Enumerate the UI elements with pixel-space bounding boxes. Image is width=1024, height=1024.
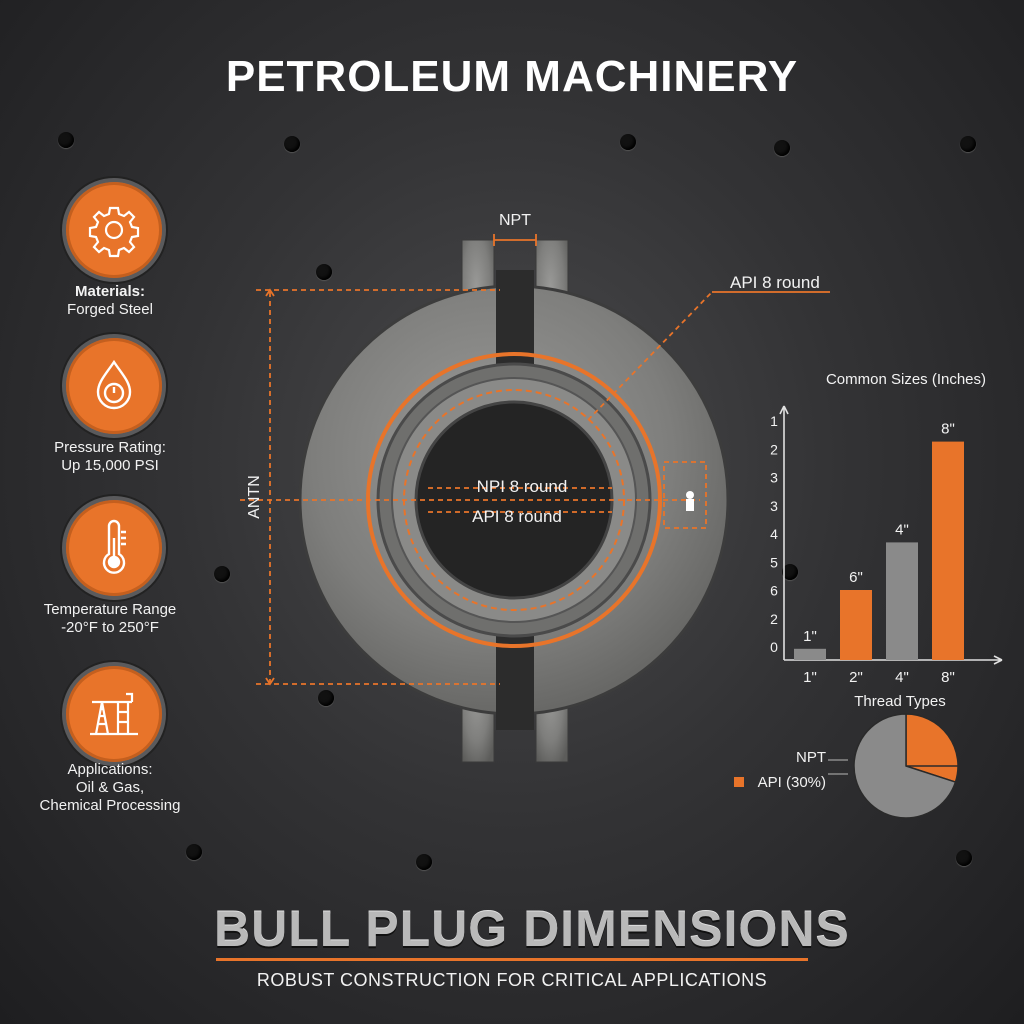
y-tick-label: 2	[770, 611, 778, 627]
y-tick-label: 6	[770, 583, 778, 599]
feature-title: Pressure Rating:	[54, 439, 166, 456]
rivet	[774, 140, 790, 156]
dim-box	[663, 461, 707, 529]
bar-data-label: 1"	[803, 628, 817, 645]
temperature-badge	[62, 496, 166, 600]
x-tick-label: 4"	[895, 669, 909, 686]
page-title: PETROLEUM MACHINERY	[225, 52, 799, 101]
gear-icon	[88, 206, 140, 258]
legend-api: API (30%)	[758, 774, 826, 791]
materials-badge	[62, 178, 166, 282]
rivet	[416, 854, 432, 870]
x-tick-label: 1"	[803, 669, 817, 686]
bar-data-label: 6"	[849, 569, 863, 586]
bar	[840, 590, 872, 660]
callout-line	[587, 291, 713, 421]
pie-slice	[853, 713, 957, 819]
rivet	[318, 690, 334, 706]
callout-label: API 8 round	[730, 273, 820, 292]
feature-value: -20°F to 250°F	[61, 619, 159, 636]
bar	[932, 441, 964, 660]
rivet	[960, 136, 976, 152]
y-tick-label: 5	[770, 554, 778, 570]
feature-value: Forged Steel	[67, 301, 153, 318]
rivet	[186, 844, 202, 860]
bolt-marker	[686, 499, 694, 511]
y-tick-label: 3	[770, 470, 778, 486]
y-tick-label: 1	[770, 413, 778, 429]
y-tick-label: 4	[770, 526, 778, 542]
npt-label: NPT	[499, 212, 531, 229]
bar-data-label: 4"	[895, 521, 909, 538]
legend-swatch-api	[734, 777, 744, 787]
rivet	[214, 566, 230, 582]
thermometer-icon	[102, 519, 126, 574]
x-tick-label: 8"	[941, 669, 955, 686]
footer-title: BULL PLUG DIMENSIONS	[214, 901, 850, 957]
y-tick-label: 0	[770, 639, 778, 655]
footer-subtitle: ROBUST CONSTRUCTION FOR CRITICAL APPLICA…	[256, 970, 768, 990]
bar-chart-title: Common Sizes (Inches)	[826, 371, 986, 388]
oil-rig-icon	[90, 692, 138, 736]
rivet	[284, 136, 300, 152]
inner-thread-label: API 8 round	[472, 507, 562, 526]
thread-types-pie-chart: Thread Types NPT API (30%)	[734, 693, 959, 819]
height-label: ANTN	[246, 475, 263, 519]
inner-thread-label: NPI 8 round	[477, 477, 568, 496]
feature-value: Up 15,000 PSI	[61, 457, 159, 474]
bar	[886, 542, 918, 660]
bar-data-label: 8"	[941, 421, 955, 438]
rivet	[58, 132, 74, 148]
sizes-bar-chart: Common Sizes (Inches) 1 2 3 3 4 5 6 2 0 1" 1" 6" 2" 4…	[770, 371, 1003, 686]
footer-rule	[216, 958, 808, 961]
rivet	[620, 134, 636, 150]
y-tick-label: 3	[770, 498, 778, 514]
feature-title: Materials:	[74, 283, 146, 300]
bolt-marker	[686, 491, 694, 499]
x-tick-label: 2"	[849, 669, 863, 686]
feature-title: Temperature Range	[43, 601, 177, 618]
y-tick-label: 2	[770, 441, 778, 457]
pie-slice	[905, 713, 959, 784]
rivet	[316, 264, 332, 280]
feature-value: Oil & Gas,	[75, 779, 145, 796]
dim-arrows	[265, 288, 275, 686]
pie-chart-title: Thread Types	[854, 693, 945, 710]
rivet	[782, 564, 798, 580]
pressure-drop-icon	[96, 359, 132, 410]
legend-npt: NPT	[796, 749, 826, 766]
rivet	[956, 850, 972, 866]
feature-title: Applications:	[67, 761, 153, 778]
npt-dim	[493, 234, 537, 246]
y-axis	[779, 405, 789, 660]
pressure-badge	[62, 334, 166, 438]
feature-value: Chemical Processing	[39, 797, 181, 814]
bar	[794, 648, 826, 660]
applications-badge	[62, 662, 166, 766]
